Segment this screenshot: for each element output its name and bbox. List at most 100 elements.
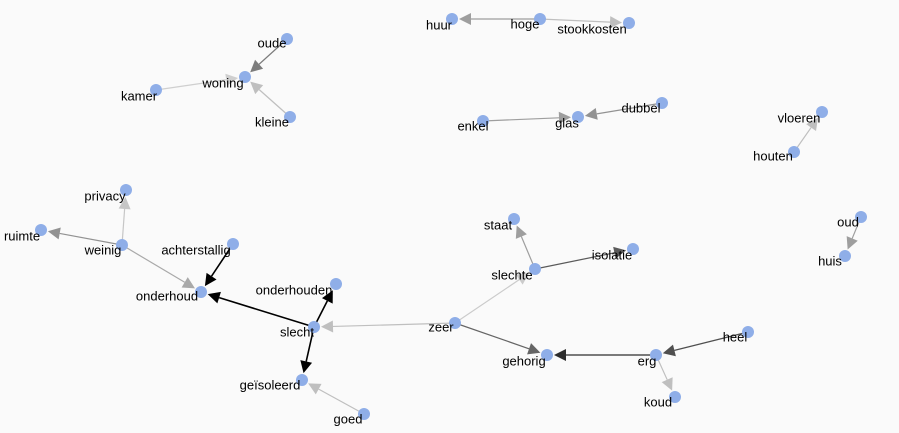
node-slechte[interactable]: slechte [491, 263, 541, 282]
node-layer: huur hoge stookkosten oude woning kamer kleine… [4, 13, 867, 426]
node-label-huur: huur [426, 17, 453, 32]
edge-dubbel-to-glas [584, 102, 663, 120]
node-circle-woning[interactable] [239, 71, 251, 83]
edge-line [318, 388, 365, 415]
edge-zeer-to-slechte [454, 272, 530, 324]
node-circle-gehorig[interactable] [541, 349, 553, 361]
node-circle-houten[interactable] [788, 146, 800, 158]
node-label-ruimte: ruimte [4, 228, 40, 243]
node-label-achterstallig: achterstallig [161, 242, 230, 257]
node-label-onderhoud: onderhoud [136, 288, 198, 303]
edge-line [332, 322, 456, 328]
node-onderhoud[interactable]: onderhoud [136, 286, 207, 303]
node-circle-zeer[interactable] [449, 317, 461, 329]
node-circle-oude[interactable] [281, 33, 293, 45]
node-circle-glas[interactable] [572, 111, 584, 123]
node-vloeren[interactable]: vloeren [778, 106, 828, 125]
node-label-huis: huis [818, 253, 842, 268]
node-geisoleerd[interactable]: geïsoleerd [240, 374, 308, 392]
edge-arrowhead [250, 59, 264, 73]
node-circle-geisoleerd[interactable] [296, 374, 308, 386]
edge-arrowhead [322, 290, 333, 304]
node-circle-onderhoud[interactable] [195, 286, 207, 298]
node-circle-dubbel[interactable] [656, 97, 668, 109]
node-staat[interactable]: staat [484, 213, 520, 232]
edge-slecht-to-onderhoud [207, 291, 315, 328]
node-kleine[interactable]: kleine [255, 111, 296, 129]
node-hoge[interactable]: hoge [511, 13, 546, 31]
node-circle-koud[interactable] [669, 391, 681, 403]
node-dubbel[interactable]: dubbel [621, 97, 668, 115]
node-circle-stookkosten[interactable] [623, 17, 635, 29]
edge-line [596, 102, 663, 115]
node-circle-huur[interactable] [446, 13, 458, 25]
node-circle-staat[interactable] [508, 213, 520, 225]
node-oud[interactable]: oud [837, 211, 867, 229]
node-woning[interactable]: woning [201, 71, 251, 90]
node-circle-hoge[interactable] [534, 13, 546, 25]
node-houten[interactable]: houten [753, 146, 800, 163]
node-kamer[interactable]: kamer [121, 84, 162, 103]
node-label-isolatie: isolatie [592, 247, 632, 262]
node-stookkosten[interactable]: stookkosten [557, 17, 635, 36]
node-label-onderhouden: onderhouden [256, 282, 333, 297]
node-label-weinig: weinig [84, 242, 122, 257]
node-label-goed: goed [334, 411, 363, 426]
node-koud[interactable]: koud [644, 391, 681, 409]
node-circle-huis[interactable] [839, 250, 851, 262]
node-erg[interactable]: erg [638, 349, 662, 368]
node-achterstallig[interactable]: achterstallig [161, 238, 239, 257]
edge-arrowhead [554, 349, 566, 361]
edge-hoge-to-stookkosten [539, 16, 623, 29]
edge-line [534, 252, 615, 270]
edge-erg-to-gehorig [554, 349, 656, 361]
edge-hoge-to-huur [459, 13, 540, 25]
node-huis[interactable]: huis [818, 250, 851, 268]
node-circle-ruimte[interactable] [35, 224, 47, 236]
edge-arrowhead [515, 272, 530, 285]
node-isolatie[interactable]: isolatie [592, 243, 639, 262]
node-circle-onderhouden[interactable] [330, 278, 342, 290]
node-circle-oud[interactable] [855, 211, 867, 223]
node-label-koud: koud [644, 394, 672, 409]
node-circle-heel[interactable] [742, 326, 754, 338]
node-circle-achterstallig[interactable] [227, 238, 239, 250]
node-enkel[interactable]: enkel [457, 115, 489, 133]
edge-weinig-to-privacy [118, 196, 131, 246]
node-label-enkel: enkel [457, 118, 488, 133]
node-privacy[interactable]: privacy [84, 184, 132, 203]
node-weinig[interactable]: weinig [84, 239, 128, 257]
node-circle-slecht[interactable] [308, 321, 320, 333]
node-circle-goed[interactable] [358, 408, 370, 420]
node-zeer[interactable]: zeer [428, 317, 461, 334]
node-slecht[interactable]: slecht [280, 321, 320, 339]
node-huur[interactable]: huur [426, 13, 458, 32]
edge-arrowhead [308, 383, 322, 395]
edge-arrowhead [662, 344, 676, 357]
node-heel[interactable]: heel [723, 326, 754, 344]
edge-arrowhead [118, 196, 131, 210]
node-onderhouden[interactable]: onderhouden [256, 278, 342, 297]
edge-line [258, 89, 291, 118]
node-label-slechte: slechte [491, 267, 532, 282]
node-circle-enkel[interactable] [477, 115, 489, 127]
node-label-kleine: kleine [255, 114, 289, 129]
node-ruimte[interactable]: ruimte [4, 224, 47, 243]
edge-line [210, 243, 234, 277]
node-circle-erg[interactable] [650, 349, 662, 361]
node-circle-privacy[interactable] [120, 184, 132, 196]
node-circle-slechte[interactable] [529, 263, 541, 275]
node-circle-vloeren[interactable] [816, 106, 828, 118]
node-circle-kleine[interactable] [284, 111, 296, 123]
node-gehorig[interactable]: gehorig [502, 349, 553, 368]
edge-weinig-to-onderhoud [121, 244, 195, 289]
edge-arrowhead [204, 272, 217, 287]
node-circle-isolatie[interactable] [627, 243, 639, 255]
node-circle-weinig[interactable] [116, 239, 128, 251]
node-label-oude: oude [258, 35, 287, 50]
node-oude[interactable]: oude [258, 33, 293, 50]
node-circle-kamer[interactable] [150, 84, 162, 96]
node-glas[interactable]: glas [555, 111, 584, 130]
node-goed[interactable]: goed [334, 408, 370, 426]
